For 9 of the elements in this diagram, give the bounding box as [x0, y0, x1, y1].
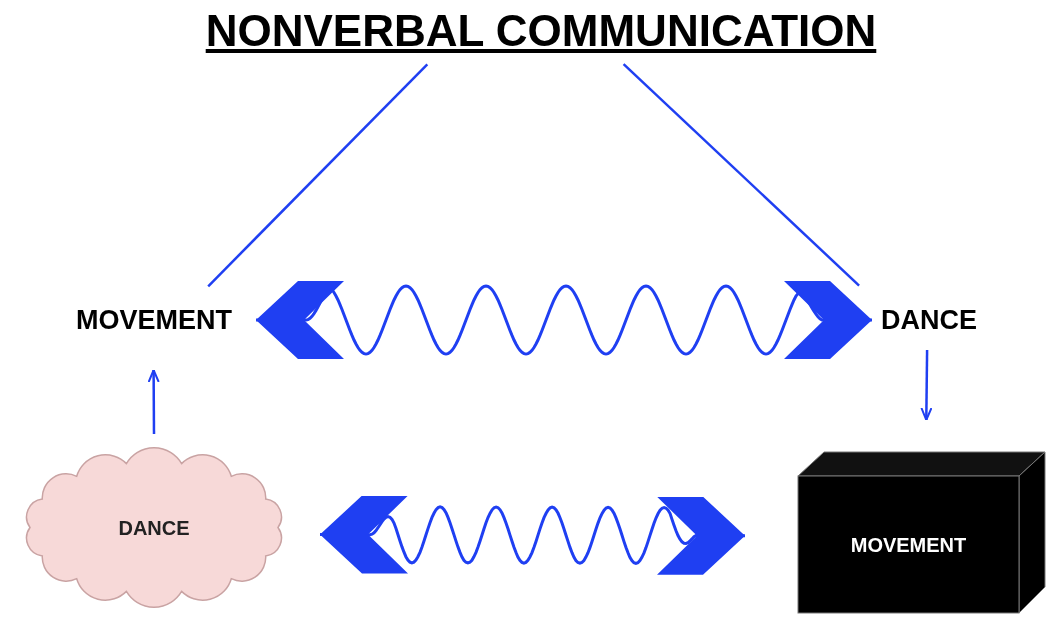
node-label: DANCE [872, 302, 986, 338]
arrow [147, 369, 160, 434]
node-label: MOVEMENT [52, 302, 256, 338]
connector-line [207, 63, 429, 288]
node-label: DANCE [118, 516, 190, 539]
arrow [920, 350, 933, 421]
connector-line [622, 63, 860, 287]
heading-text: NONVERBAL COMMUNICATION [150, 2, 932, 60]
node-label: MOVEMENT [850, 533, 967, 556]
